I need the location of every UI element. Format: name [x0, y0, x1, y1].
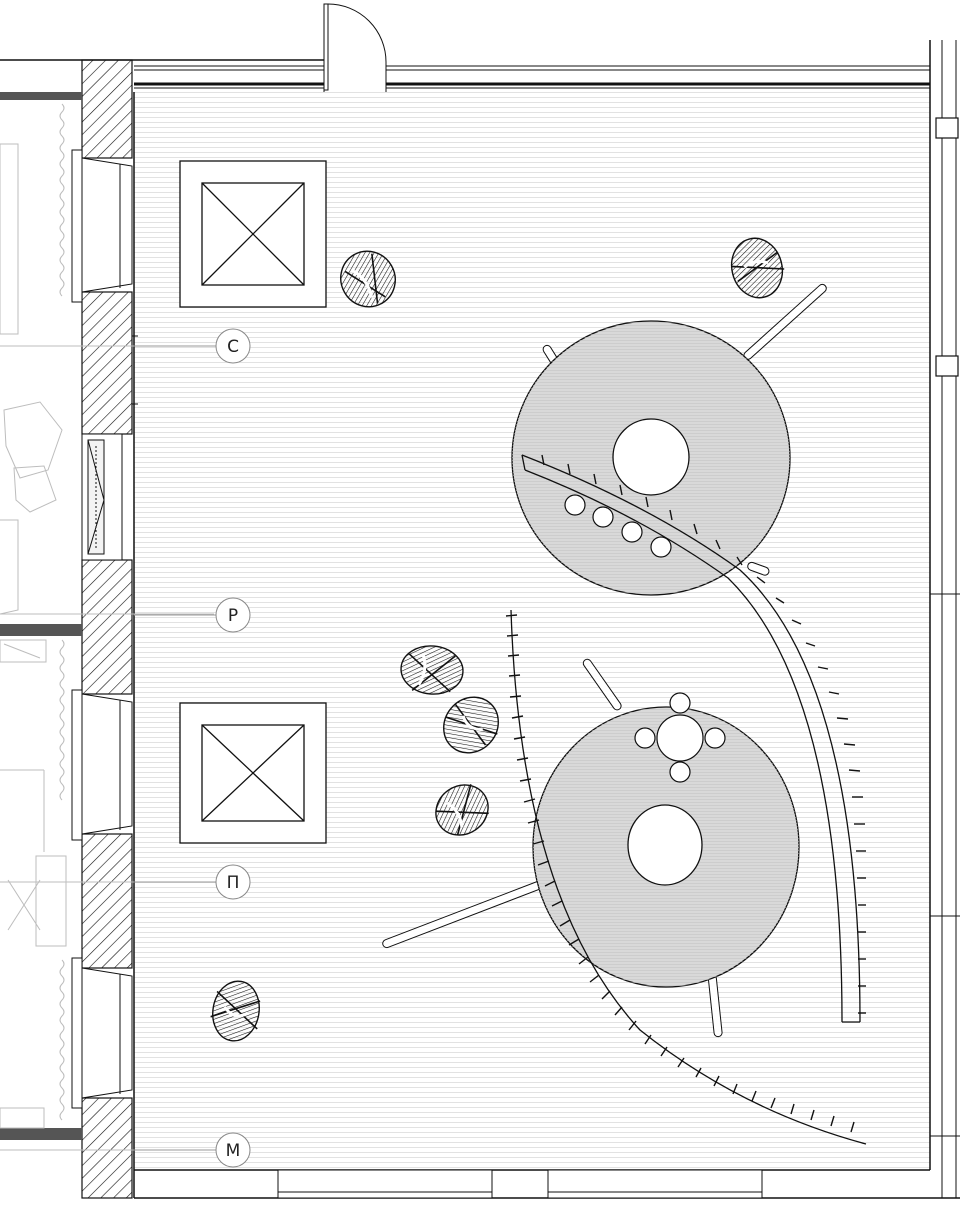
round-table-2: [532, 706, 800, 988]
curved-rail: [505, 609, 867, 1145]
support-rods: [382, 283, 827, 1038]
small-round-table: [634, 692, 726, 783]
armchair-2: [730, 237, 785, 299]
armchair-3: [400, 645, 464, 695]
left-wall-seg-3: [81, 559, 133, 695]
armchair-5: [435, 784, 489, 836]
round-table-1: [511, 320, 791, 596]
bar-stools: [564, 494, 672, 558]
left-wall-seg-4: [81, 833, 133, 969]
chair-top: [669, 692, 691, 714]
armchair-4: [443, 696, 499, 754]
axis-label-r: Р: [228, 606, 238, 626]
column-2: [179, 702, 327, 844]
column-1: [179, 160, 327, 308]
bar-stool: [621, 521, 643, 543]
axis-marker-r: Р: [134, 597, 251, 633]
left-windows: [71, 149, 133, 1109]
top-wall-left: [0, 60, 324, 92]
curved-bar-counter: [521, 454, 866, 1023]
bar-stool: [592, 506, 614, 528]
left-wall-seg-5: [81, 1097, 133, 1199]
axis-markers: С Р П М: [134, 328, 251, 1168]
axis-marker-c: С: [134, 328, 251, 364]
left-wall-seg-1: [81, 59, 133, 159]
walls: [0, 40, 960, 1199]
axis-label-c: С: [227, 337, 239, 357]
chair-right: [704, 727, 726, 749]
right-post-1: [935, 117, 959, 139]
axis-marker-p: П: [134, 864, 251, 900]
bar-stool: [650, 536, 672, 558]
entrance-door: [323, 3, 387, 91]
left-wall-seg-2: [81, 291, 133, 435]
chair-left: [634, 727, 656, 749]
axis-label-p: П: [227, 873, 240, 893]
chair-bottom: [669, 761, 691, 783]
bar-stool: [564, 494, 586, 516]
right-post-2: [935, 355, 959, 377]
axis-label-m: М: [226, 1141, 241, 1161]
armchair-1: [340, 250, 396, 308]
axis-marker-m: М: [134, 1132, 251, 1168]
armchair-6: [210, 980, 261, 1042]
